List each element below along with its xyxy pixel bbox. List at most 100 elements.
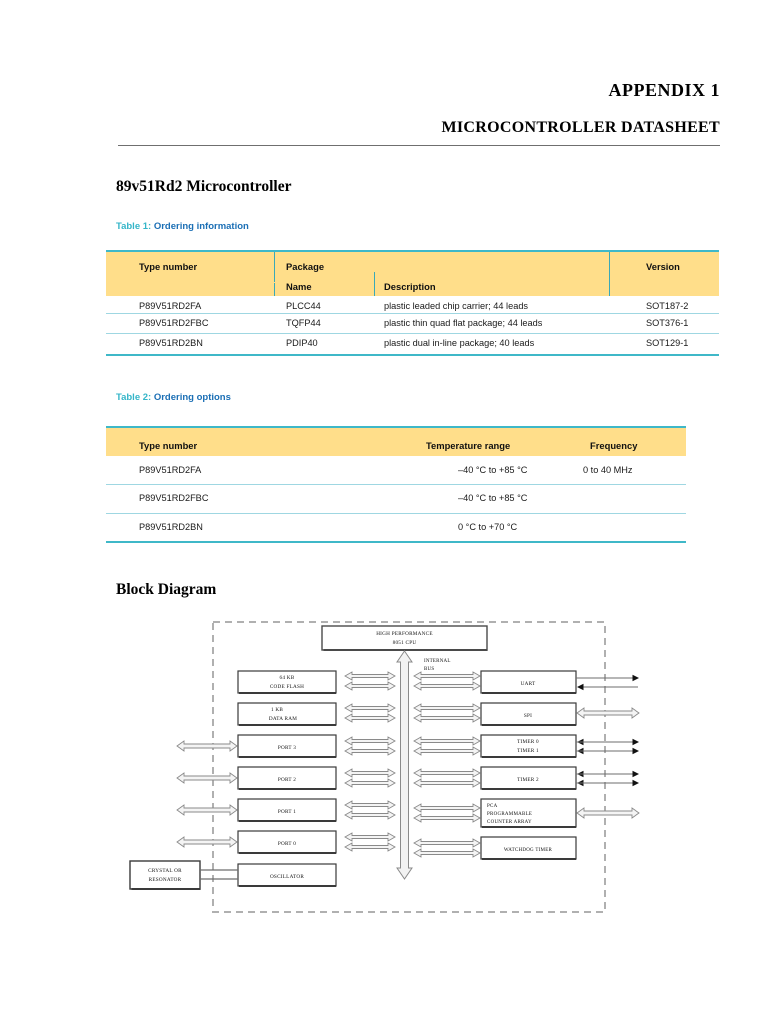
table2-cell-type-number: P89V51RD2FA	[139, 465, 202, 475]
table1-cell-version: SOT187-2	[646, 301, 689, 311]
pca-label-line1: PCA	[487, 804, 498, 809]
table2-caption-text: Ordering options	[153, 392, 231, 403]
block-oscillator: OSCILLATOR	[237, 863, 337, 887]
block-spi: SPI	[413, 702, 640, 726]
oscillator-label: OSCILLATOR	[270, 874, 304, 880]
table1-divider-3	[609, 252, 611, 296]
spi-label: SPI	[524, 713, 532, 719]
table1-divider-2	[374, 272, 376, 296]
table2-header-temperature-range: Temperature range	[426, 440, 511, 451]
uart-label: UART	[521, 681, 536, 687]
table-row: P89V51RD2BN 0 °C to +70 °C	[106, 513, 686, 541]
data-ram-label-line1: 1 KB	[271, 707, 283, 713]
block-cpu: HIGH PERFORMANCE 8051 CPU	[321, 625, 488, 651]
table-row: P89V51RD2FA PLCC44 plastic leaded chip c…	[106, 296, 719, 319]
document-subtitle: MICROCONTROLLER DATASHEET	[441, 119, 720, 136]
table1-header-type-number: Type number	[139, 261, 198, 272]
block-uart: UART	[413, 670, 640, 694]
internal-bus-label-line1: INTERNAL	[424, 659, 451, 664]
table2-cell-temperature-range: –40 °C to +85 °C	[458, 493, 528, 503]
table1-cell-type-number: P89V51RD2FBC	[139, 318, 209, 328]
table-row: P89V51RD2FA –40 °C to +85 °C 0 to 40 MHz	[106, 456, 686, 484]
table1-divider-1	[274, 252, 276, 282]
pca-label-line2: PROGRAMMABLE	[487, 812, 532, 817]
table2-bottom-rule	[106, 541, 686, 543]
table-row: P89V51RD2FBC TQFP44 plastic thin quad fl…	[106, 313, 719, 336]
timer-2-label: TIMER 2	[517, 777, 539, 783]
page-title: 89v51Rd2 Microcontroller	[116, 178, 292, 195]
crystal-label-line1: CRYSTAL OR	[148, 868, 182, 874]
block-diagram-title: Block Diagram	[116, 581, 217, 598]
port-1-label: PORT 1	[278, 809, 296, 815]
appendix-title: APPENDIX 1	[608, 80, 720, 100]
block-port-0: PORT 0	[176, 830, 396, 854]
block-diagram: HIGH PERFORMANCE 8051 CPU INTERNAL BUS 6…	[0, 600, 768, 930]
table1-cell-description: plastic leaded chip carrier; 44 leads	[384, 301, 529, 311]
table1-cell-package-name: PDIP40	[286, 338, 318, 348]
block-port-2: PORT 2	[176, 766, 396, 790]
block-data-ram: 1 KB DATA RAM	[237, 702, 396, 726]
table1-cell-package-name: TQFP44	[286, 318, 321, 328]
table1-row-rule-1	[106, 313, 719, 314]
timer-1-label: TIMER 1	[517, 748, 539, 754]
block-port-3: PORT 3	[176, 734, 396, 758]
internal-bus-arrow	[396, 650, 413, 880]
table1-header-background	[106, 252, 719, 296]
cpu-label-line2: 8051 CPU	[393, 640, 417, 646]
document-header: APPENDIX 1 MICROCONTROLLER DATASHEET	[0, 80, 768, 146]
table1-top-rule	[106, 250, 719, 252]
table1-caption-text: Ordering information	[153, 221, 249, 232]
pca-label-line3: COUNTER ARRAY	[487, 820, 532, 825]
table2-cell-frequency: 0 to 40 MHz	[583, 465, 633, 475]
table1-caption-number: Table 1:	[116, 221, 152, 232]
table2-header-type-number: Type number	[139, 440, 198, 451]
table1-cell-description: plastic thin quad flat package; 44 leads	[384, 318, 543, 328]
table2-header-background	[106, 428, 686, 456]
port-0-label: PORT 0	[278, 841, 296, 847]
table1-header-version: Version	[646, 261, 680, 272]
block-code-flash: 64 KB CODE FLASH	[237, 670, 396, 694]
table2-top-rule	[106, 426, 686, 428]
table2-cell-temperature-range: 0 °C to +70 °C	[458, 522, 518, 532]
table1-cell-type-number: P89V51RD2FA	[139, 301, 202, 311]
table-row: P89V51RD2FBC –40 °C to +85 °C	[106, 484, 686, 512]
port-2-label: PORT 2	[278, 777, 296, 783]
block-port-1: PORT 1	[176, 798, 396, 822]
table2-caption-number: Table 2:	[116, 392, 152, 403]
block-timer-2: TIMER 2	[413, 766, 640, 790]
table1-cell-package-name: PLCC44	[286, 301, 321, 311]
table1-header-name: Name	[286, 281, 312, 292]
table1-cell-description: plastic dual in-line package; 40 leads	[384, 338, 535, 348]
watchdog-timer-label: WATCHDOG TIMER	[504, 848, 553, 853]
table2-cell-temperature-range: –40 °C to +85 °C	[458, 465, 528, 475]
cpu-label-line1: HIGH PERFORMANCE	[376, 631, 433, 637]
block-timer-0-1: TIMER 0 TIMER 1	[413, 734, 640, 758]
table2-row-rule-1	[106, 484, 686, 485]
chip-boundary	[212, 621, 606, 913]
data-ram-label-line2: DATA RAM	[269, 716, 297, 722]
block-crystal-or-resonator: CRYSTAL OR RESONATOR	[129, 860, 238, 890]
port-3-label: PORT 3	[278, 745, 296, 751]
table1-header-package: Package	[286, 261, 325, 272]
table1-bottom-rule	[106, 354, 719, 356]
table2-cell-type-number: P89V51RD2FBC	[139, 493, 209, 503]
table1-divider-1b	[274, 283, 276, 296]
code-flash-label-line2: CODE FLASH	[270, 684, 304, 690]
table-row: P89V51RD2BN PDIP40 plastic dual in-line …	[106, 333, 719, 356]
timer-0-label: TIMER 0	[517, 739, 539, 745]
table1-header-description: Description	[384, 281, 436, 292]
table1-row-rule-2	[106, 333, 719, 334]
table1-caption: Table 1: Ordering information	[116, 221, 249, 232]
code-flash-label-line1: 64 KB	[280, 675, 295, 681]
internal-bus-label-line2: BUS	[424, 667, 434, 672]
table2-header-frequency: Frequency	[590, 440, 638, 451]
block-pca: PCA PROGRAMMABLE COUNTER ARRAY	[413, 798, 640, 828]
crystal-label-line2: RESONATOR	[149, 877, 182, 883]
table1-cell-type-number: P89V51RD2BN	[139, 338, 203, 348]
header-divider	[118, 145, 720, 146]
table2-caption: Table 2: Ordering options	[116, 392, 231, 403]
table1-cell-version: SOT376-1	[646, 318, 689, 328]
block-watchdog-timer: WATCHDOG TIMER	[413, 836, 577, 860]
table2-row-rule-2	[106, 513, 686, 514]
